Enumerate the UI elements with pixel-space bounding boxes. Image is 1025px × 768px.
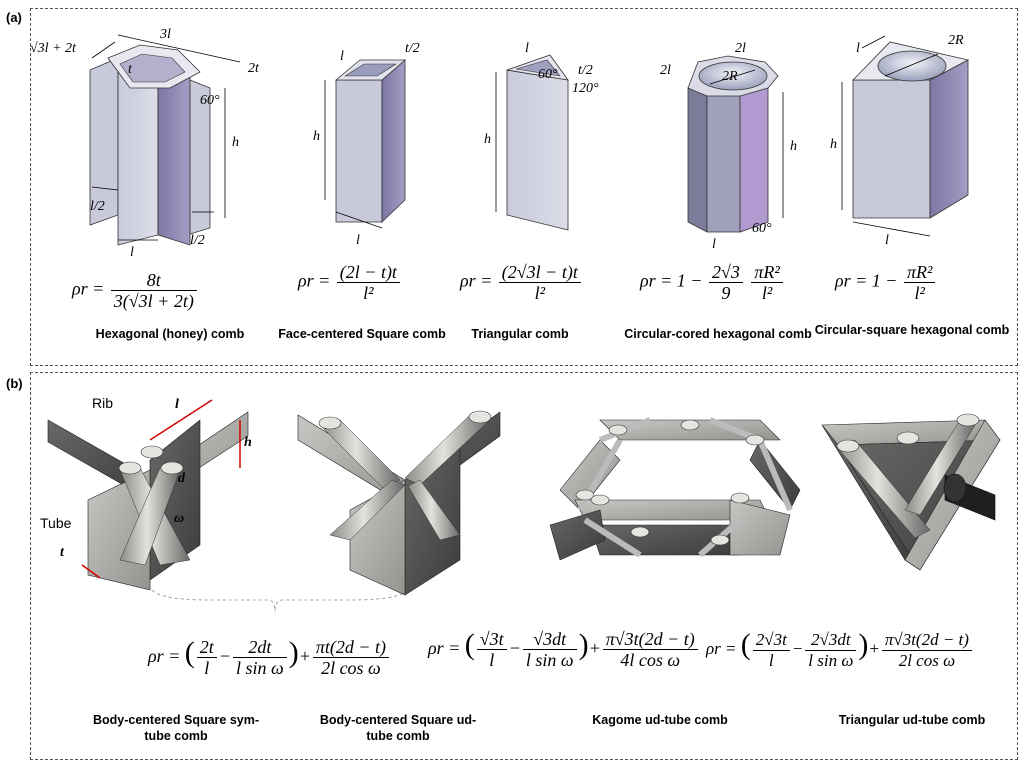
svg-text:t/2: t/2 [578,63,593,78]
svg-text:t/2: t/2 [405,41,420,56]
svg-text:2R: 2R [722,69,738,84]
svg-text:l/2: l/2 [90,199,105,214]
caption-square: Face-centered Square comb [278,327,446,341]
sym-tube-comb-drawing: Rib Tube l h d ω t [40,395,411,613]
svg-text:60°: 60° [752,221,772,236]
svg-text:2l: 2l [735,41,746,56]
tube-label: Tube [40,515,72,531]
svg-text:2t: 2t [248,61,260,76]
svg-text:h: h [244,435,252,450]
panel-a-label: (a) [6,10,22,25]
svg-text:l: l [712,237,716,252]
svg-text:l: l [130,245,134,260]
hexagonal-comb-drawing: √3l + 2t 3l t 2t 60° h l/2 l l/2 [30,27,260,260]
square-comb-drawing: l t/2 h l [313,41,420,248]
svg-text:60°: 60° [538,67,558,82]
svg-text:h: h [830,137,837,152]
panel-b-label: (b) [6,376,23,391]
svg-text:l: l [525,41,529,56]
circular-hex-comb-drawing: 2l 2l 2R h 60° l [660,41,797,252]
svg-text:2R: 2R [948,33,964,48]
svg-text:l: l [885,233,889,248]
svg-text:l: l [356,233,360,248]
triangular-ud-tube-drawing [821,413,1001,571]
caption-hexagonal: Hexagonal (honey) comb [95,327,245,341]
svg-text:h: h [232,135,239,150]
ud-tube-comb-drawing [297,410,501,596]
svg-text:h: h [790,139,797,154]
svg-text:h: h [313,129,320,144]
svg-text:l: l [856,41,860,56]
svg-text:3l: 3l [159,27,171,42]
svg-text:60°: 60° [200,93,220,108]
circular-square-comb-drawing: l 2R h l [830,33,970,248]
caption-ud-tube: Body-centered Square ud-tube comb [319,713,477,743]
svg-text:l: l [175,397,179,412]
panel-a-frame [30,8,1018,366]
svg-text:t: t [128,62,133,77]
svg-text:ω: ω [174,511,184,526]
panel-b-frame [30,372,1018,760]
caption-kagome: Kagome ud-tube comb [592,713,728,727]
svg-text:120°: 120° [572,81,599,96]
svg-text:d: d [178,471,186,486]
svg-text:l: l [340,49,344,64]
rib-label: Rib [92,395,113,411]
svg-text:t: t [60,545,65,560]
caption-triangular-tube: Triangular ud-tube comb [838,713,986,727]
kagome-comb-drawing [549,417,801,561]
caption-circular-square: Circular-square hexagonal comb [814,323,1010,337]
svg-text:2l: 2l [660,63,671,78]
svg-text:l/2: l/2 [190,233,205,248]
caption-circular-hex: Circular-cored hexagonal comb [624,327,812,341]
svg-text:h: h [484,132,491,147]
caption-sym-tube: Body-centered Square sym-tube comb [92,713,260,743]
svg-text:√3l + 2t: √3l + 2t [30,41,77,56]
caption-triangular: Triangular comb [471,327,569,341]
triangular-comb-drawing: l 60° t/2 120° h [484,41,599,231]
